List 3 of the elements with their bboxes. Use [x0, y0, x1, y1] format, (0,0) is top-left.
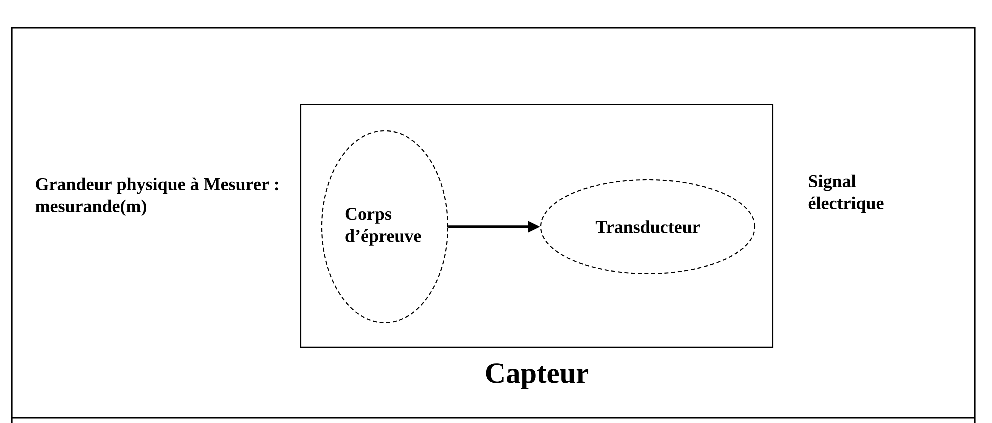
node-label: Capteur	[486, 364, 589, 390]
side-label: Grandeur physique à Mesurer : mesurande(m)	[36, 178, 278, 216]
side-label: Signal électrique	[808, 174, 884, 214]
